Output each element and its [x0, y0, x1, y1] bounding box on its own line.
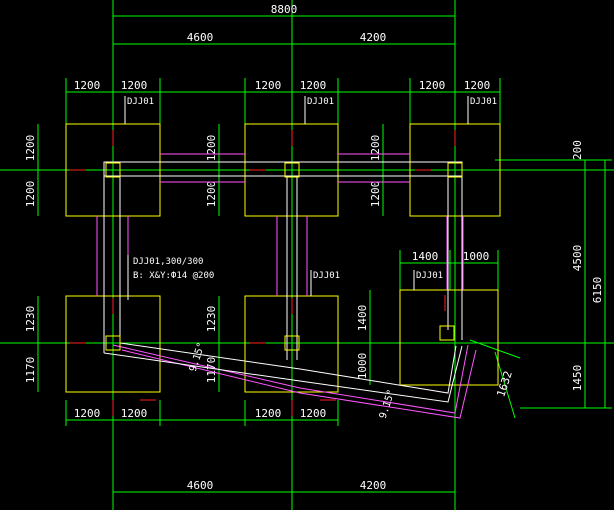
dim-right-footing-width-1: 1400 [412, 250, 439, 263]
dim-top-footing-1: 1200 [74, 79, 101, 92]
dim-bottom-footing-3: 1200 [255, 407, 282, 420]
column-2 [284, 162, 300, 178]
dim-right-side-3: 1450 [571, 365, 584, 392]
dim-right-bottom-1: 1400 [356, 305, 369, 332]
footing-top-left [65, 123, 161, 217]
dim-slope-length: 1632 [494, 369, 515, 398]
footing-tag-bottom-right: DJJ01 [416, 271, 443, 281]
column-3 [447, 162, 463, 178]
footing-tag-top-mid: DJJ01 [307, 97, 334, 107]
dim-top-total: 8800 [271, 3, 298, 16]
column-5 [284, 335, 300, 351]
footing-top-right [409, 123, 501, 217]
dim-top-footing-2: 1200 [121, 79, 148, 92]
dim-bottom-footing-2: 1200 [121, 407, 148, 420]
dim-bottom-footing-4: 1200 [300, 407, 327, 420]
top-dimensions [65, 15, 501, 124]
footing-tag-top-left: DJJ01 [127, 97, 154, 107]
dim-mid-top-1: 1200 [205, 135, 218, 162]
dim-left-top-1: 1200 [24, 135, 37, 162]
sloped-beam-outer [112, 344, 469, 414]
dim-mid-bottom-1: 1230 [205, 306, 218, 333]
dim-left-bottom-1: 1230 [24, 306, 37, 333]
beam-grid-outline [103, 161, 463, 177]
footing-top-mid [244, 123, 339, 217]
angle-label-right: 9.15° [378, 388, 398, 420]
dim-top-footing-5: 1200 [419, 79, 446, 92]
dim-left-bottom-2: 1170 [24, 357, 37, 384]
dim-right-side-2: 4500 [571, 245, 584, 272]
dim-bottom-left-span: 4600 [187, 479, 214, 492]
footing-bottom-left [65, 295, 161, 393]
dim-right-side-1: 200 [571, 140, 584, 160]
dim-top-left-span: 4600 [187, 31, 214, 44]
footing-bottom-right [399, 289, 499, 386]
dim-right-total: 6150 [591, 277, 604, 304]
dim-mid-top-2: 1200 [205, 181, 218, 208]
dim-top-right-span: 4200 [360, 31, 387, 44]
column-4 [105, 335, 121, 351]
footing-tag-bottom-mid: DJJ01 [313, 271, 340, 281]
dim-mid-bottom-2: 1170 [205, 357, 218, 384]
dim-line-slope [469, 339, 521, 359]
footing-tag-top-right: DJJ01 [470, 97, 497, 107]
column-6 [439, 325, 455, 341]
dim-bottom-footing-1: 1200 [74, 407, 101, 420]
dim-top-footing-6: 1200 [464, 79, 491, 92]
dim-top-footing-3: 1200 [255, 79, 282, 92]
footing-spec-line-2: B: X&Y:Ф14 @200 [133, 271, 214, 281]
dim-right-top-1: 1200 [369, 135, 382, 162]
dim-right-top-2: 1200 [369, 181, 382, 208]
dim-left-top-2: 1200 [24, 181, 37, 208]
footing-bottom-mid [244, 295, 339, 393]
column-1 [105, 162, 121, 178]
bottom-dimensions [65, 400, 455, 493]
dim-top-footing-4: 1200 [300, 79, 327, 92]
dim-right-bottom-2: 1000 [356, 353, 369, 380]
dim-bottom-right-span: 4200 [360, 479, 387, 492]
sloped-beam-inner [103, 345, 463, 403]
dim-right-footing-width-2: 1000 [463, 250, 490, 263]
footing-spec-line-1: DJJ01,300/300 [133, 257, 203, 267]
